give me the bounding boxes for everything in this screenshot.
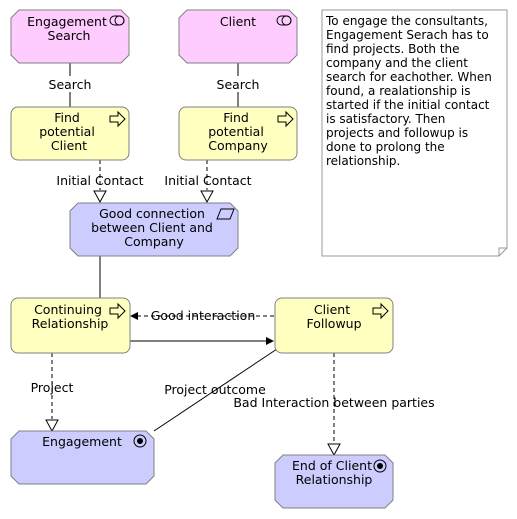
node-end-of-client-relationship-line-2: Relationship <box>296 472 373 487</box>
node-continuing-relationship[interactable]: Continuing Relationship <box>10 297 131 354</box>
node-client-followup-line-1: Client <box>314 302 350 317</box>
svg-text:Client: Client <box>220 14 256 29</box>
note-line-2: Engagement Serach has to <box>326 28 489 42</box>
node-continuing-relationship-line-1: Continuing <box>34 302 102 317</box>
edge-initial-contact-left <box>93 160 107 204</box>
note-box[interactable]: To engage the consultants, Engagement Se… <box>321 9 508 257</box>
svg-text:Good connection between: Good connection between Client and Compa… <box>91 206 217 249</box>
node-engagement-search[interactable]: Engagement Search <box>10 9 130 64</box>
edge-label-initial-contact-left: Initial Contact <box>56 173 143 188</box>
edge-label-bad-interaction: Bad Interaction between parties <box>233 395 434 410</box>
role-icon <box>109 15 125 26</box>
edge-label-project: Project <box>31 380 74 395</box>
node-end-of-client-relationship[interactable]: End of Client Relationship <box>274 454 394 509</box>
note-line-7: started if the initial contact <box>326 98 490 112</box>
note-line-8: is satisfactory. Then <box>326 112 445 126</box>
edge-label-project-outcome: Project outcome <box>164 382 266 397</box>
edge-bad-interaction <box>327 353 341 457</box>
svg-text:Find potential Com: Find potential Company <box>208 110 268 153</box>
node-engagement-search-line-2: Search <box>48 28 91 43</box>
process-arrow-icon <box>109 302 126 320</box>
note-line-10: done to prolong the <box>326 140 445 154</box>
node-engagement[interactable]: Engagement <box>10 430 155 485</box>
node-find-potential-client-line-1: Find <box>54 110 80 125</box>
note-line-11: relationship. <box>326 154 400 168</box>
svg-text:Engagement Search: Engagement Search <box>27 14 111 43</box>
svg-text:End of Client Relationsh: End of Client Relationship <box>292 458 376 487</box>
edge-label-search-right: Search <box>217 77 260 92</box>
node-good-connection-line-3: Company <box>124 234 184 249</box>
edge-initial-contact-right <box>200 160 214 204</box>
node-client-line-1: Client <box>220 14 256 29</box>
node-continuing-relationship-line-2: Relationship <box>32 316 109 331</box>
node-find-potential-client-line-2: potential <box>39 124 95 139</box>
edge-label-initial-contact-right: Initial Contact <box>164 173 251 188</box>
edge-good-interaction <box>130 312 274 320</box>
node-client-followup[interactable]: Client Followup <box>274 297 394 354</box>
edge-project-outcome <box>153 348 278 432</box>
node-engagement-search-line-1: Engagement <box>27 14 107 29</box>
svg-text:Find potential Cli: Find potential Client <box>39 110 99 153</box>
note-line-9: projects and followup is <box>326 126 468 140</box>
note-line-6: found, a realationship is <box>326 84 470 98</box>
node-client-followup-line-2: Followup <box>306 316 361 331</box>
note-line-3: find projects. Both the <box>326 42 460 56</box>
node-find-potential-company-line-1: Find <box>223 110 249 125</box>
node-find-potential-company-line-2: potential <box>208 124 264 139</box>
parallelogram-icon <box>216 208 235 220</box>
node-find-potential-company-line-3: Company <box>208 138 268 153</box>
node-engagement-line-1: Engagement <box>42 434 122 449</box>
node-good-connection-line-2: between Client and <box>91 220 213 235</box>
note-line-5: search for eachother. When <box>326 70 492 84</box>
node-find-potential-company[interactable]: Find potential Company <box>178 106 298 161</box>
role-icon <box>276 15 292 26</box>
svg-text:Engagement: Engagement <box>42 434 122 449</box>
edge-relationship-to-followup <box>130 337 274 345</box>
note-line-4: company and the client <box>326 56 468 70</box>
node-client[interactable]: Client <box>178 9 298 64</box>
process-arrow-icon <box>277 110 294 128</box>
target-icon <box>373 459 387 473</box>
edge-project <box>45 353 59 433</box>
note-line-1: To engage the consultants, <box>325 14 488 28</box>
target-icon <box>133 434 147 448</box>
process-arrow-icon <box>109 110 126 128</box>
edge-label-good-interaction: Good interaction <box>151 308 256 323</box>
node-find-potential-client[interactable]: Find potential Client <box>10 106 130 161</box>
svg-text:Client Followup: Client Followup <box>306 302 361 331</box>
process-arrow-icon <box>372 302 389 320</box>
node-find-potential-client-line-3: Client <box>51 138 87 153</box>
node-end-of-client-relationship-line-1: End of Client <box>292 458 372 473</box>
svg-text:To engage the consultants,: To engage the consultants, Engagement Se… <box>325 14 496 168</box>
node-good-connection[interactable]: Good connection between Client and Compa… <box>69 202 239 257</box>
svg-text:Continuing Relationship: Continuing Relationship <box>32 302 109 331</box>
node-good-connection-line-1: Good connection <box>99 206 205 221</box>
edge-label-search-left: Search <box>49 77 92 92</box>
